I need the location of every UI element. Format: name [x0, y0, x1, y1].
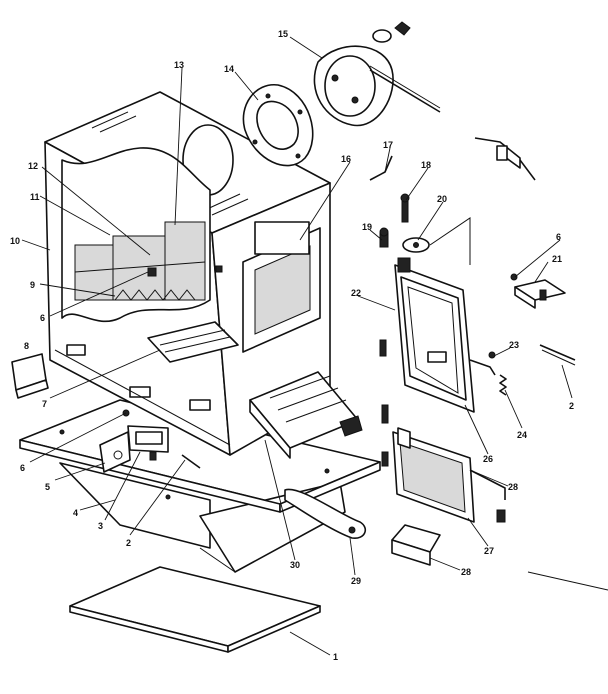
callout-21: 21 [552, 254, 562, 264]
callout-4: 4 [73, 508, 78, 518]
callout-2-left: 2 [126, 538, 131, 548]
parts-18-20-door-hardware [379, 193, 471, 265]
callout-29: 29 [351, 576, 361, 586]
callout-16: 16 [341, 154, 351, 164]
part-1-bottom-plate [69, 566, 321, 653]
part-15-flue-collar [313, 21, 441, 127]
part-29-handle [284, 488, 367, 539]
callout-19: 19 [362, 222, 372, 232]
part-21-latch [510, 273, 566, 309]
part-8-bracket [11, 353, 49, 399]
callout-labels: 1 2 2 3 4 5 6 6 6 7 8 9 10 11 12 13 14 1… [10, 29, 574, 662]
callout-20: 20 [437, 194, 447, 204]
callout-11: 11 [30, 192, 40, 202]
callout-28-top: 28 [508, 482, 518, 492]
callout-10: 10 [10, 236, 20, 246]
callout-5: 5 [45, 482, 50, 492]
callout-24: 24 [517, 430, 527, 440]
callout-14: 14 [224, 64, 234, 74]
callout-27: 27 [484, 546, 494, 556]
callout-15: 15 [278, 29, 288, 39]
part-14-gasket [242, 84, 314, 167]
callout-9: 9 [30, 280, 35, 290]
part-5-air-damper [99, 425, 169, 473]
callout-17: 17 [383, 140, 393, 150]
callout-22: 22 [351, 288, 361, 298]
part-7-ash-lip [147, 321, 239, 363]
part-28-bracket [391, 524, 441, 566]
part-27-ash-door [392, 427, 506, 523]
callout-7: 7 [42, 399, 47, 409]
main-cabinet [44, 91, 331, 456]
callout-18: 18 [421, 160, 431, 170]
callout-6-cabinet: 6 [40, 313, 45, 323]
parts-23-24-spring [488, 351, 507, 396]
callout-26: 26 [483, 454, 493, 464]
callout-28-bottom: 28 [461, 567, 471, 577]
callout-12: 12 [28, 161, 38, 171]
callout-8: 8 [24, 341, 29, 351]
callout-6-latch: 6 [556, 232, 561, 242]
callout-6-base: 6 [20, 463, 25, 473]
part-30-ash-pan [249, 371, 363, 459]
leader-lines [21, 36, 573, 656]
callout-30: 30 [290, 560, 300, 570]
callout-2-right: 2 [569, 401, 574, 411]
door-bolts [379, 339, 389, 467]
damper-handle [474, 137, 536, 181]
callout-1: 1 [333, 652, 338, 662]
part-22-loading-door [394, 257, 496, 413]
callout-3: 3 [98, 521, 103, 531]
callout-23: 23 [509, 340, 519, 350]
part-17-key [369, 155, 393, 181]
callout-13: 13 [174, 60, 184, 70]
part-2-latch-rod [539, 344, 576, 366]
